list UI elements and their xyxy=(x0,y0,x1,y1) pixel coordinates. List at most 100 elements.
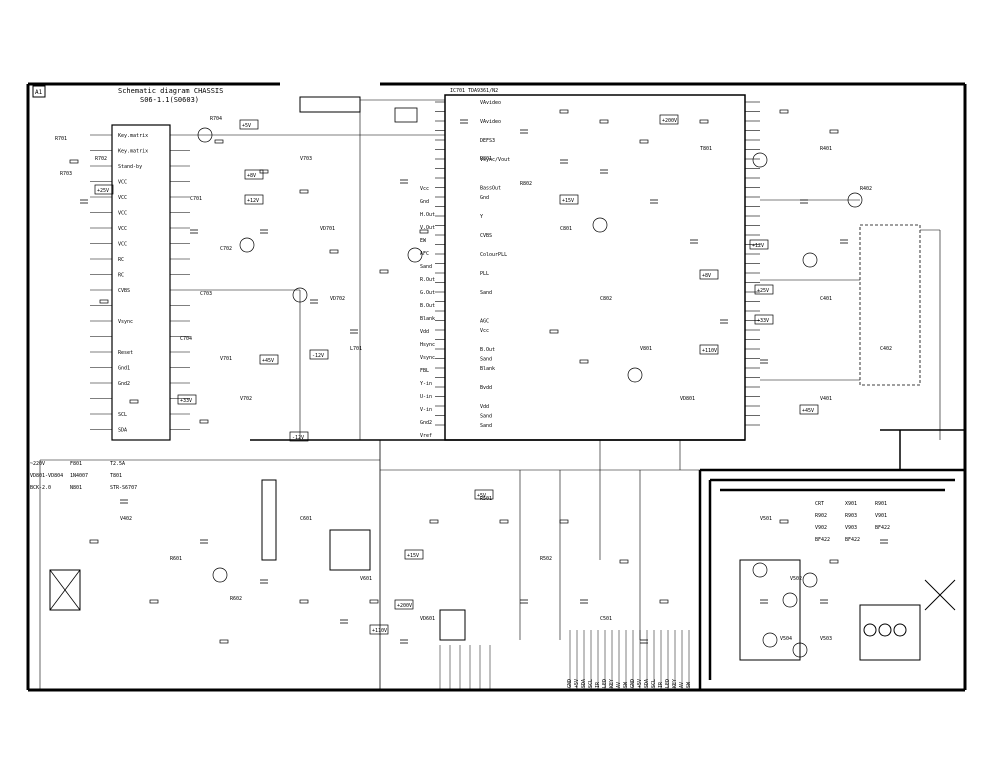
connector-pin-label: SCL xyxy=(651,679,657,688)
ic-pin-label: EW xyxy=(420,238,427,244)
crt-label: V903 xyxy=(845,525,857,531)
component-label: R802 xyxy=(520,181,532,187)
voltage-tag-label: +5V xyxy=(242,123,251,129)
component-label: C401 xyxy=(820,296,832,302)
voltage-tag-label: +8V xyxy=(247,173,256,179)
ic-pin-label: Vcc xyxy=(480,328,489,334)
resistor xyxy=(499,519,509,524)
voltage-tag xyxy=(474,489,494,500)
connector-pin-label: +5V xyxy=(574,679,580,688)
ic-pin-label: CVBS xyxy=(480,233,492,239)
transistor-symbol xyxy=(752,562,768,578)
ic-pin-label: Sand xyxy=(480,414,492,420)
component-label: R602 xyxy=(230,596,242,602)
power-label: ~220V xyxy=(30,461,45,467)
connector-pin-label: IR xyxy=(595,681,601,688)
resistor xyxy=(699,119,709,124)
component-label: C702 xyxy=(220,246,232,252)
resistor xyxy=(369,599,379,604)
transistor-symbol xyxy=(762,632,778,648)
crt-label: X901 xyxy=(845,501,857,507)
voltage-tag xyxy=(244,169,264,180)
power-label: N801 xyxy=(70,485,82,491)
ic-pin-label: VAvideo xyxy=(480,100,501,106)
transistor-symbol xyxy=(752,152,768,168)
crt-label: BF422 xyxy=(815,537,830,543)
connector-pin-label: LED xyxy=(602,679,608,688)
transistor-symbol xyxy=(212,567,228,583)
power-supply-block xyxy=(49,479,466,641)
resistor xyxy=(829,129,839,134)
tuner-block xyxy=(299,96,418,123)
ic-pin-label: Bvdd xyxy=(480,385,492,391)
resistor xyxy=(299,189,309,194)
ic-pin-label: Vdd xyxy=(480,404,489,410)
ic-pin-label: DEFS3 xyxy=(480,138,495,144)
resistor xyxy=(549,329,559,334)
deflection-block xyxy=(859,224,921,386)
ic-pin-label: U-in xyxy=(420,394,432,400)
resistor xyxy=(89,539,99,544)
ic-pin-label: B.Out xyxy=(480,347,495,353)
component-label: VD701 xyxy=(320,226,335,232)
crt-label: BF422 xyxy=(845,537,860,543)
component-label: V601 xyxy=(360,576,372,582)
component-label: R402 xyxy=(860,186,872,192)
transistor-symbol xyxy=(407,247,423,263)
connector-pin-label: LED xyxy=(665,679,671,688)
ic-pin-label: Vdd xyxy=(420,329,429,335)
voltage-tag-label: +110V xyxy=(702,348,717,354)
component-label: C701 xyxy=(190,196,202,202)
ic-pin-label: Vsync xyxy=(420,355,435,361)
connector-pin-label: IR xyxy=(658,681,664,688)
transistor-symbol xyxy=(592,217,608,233)
component-label: V501 xyxy=(760,516,772,522)
resistor xyxy=(419,229,429,234)
voltage-tag xyxy=(659,114,679,125)
component-label: C802 xyxy=(600,296,612,302)
voltage-tag-label: +33V xyxy=(180,398,192,404)
ic-pin-label: BassOut xyxy=(480,186,501,192)
component-label: R801 xyxy=(480,156,492,162)
transistor-symbol xyxy=(782,592,798,608)
power-label: 1N4007 xyxy=(70,473,88,479)
ic-pin-label: Sand xyxy=(480,423,492,429)
resistor xyxy=(429,519,439,524)
component-label: C501 xyxy=(600,616,612,622)
resistor xyxy=(259,169,269,174)
component-label: R704 xyxy=(210,116,222,122)
ic-pin-label: Gnd2 xyxy=(420,420,432,426)
voltage-tag-label: +12V xyxy=(752,243,764,249)
ic-pin-label: Blank xyxy=(480,366,495,372)
resistor xyxy=(199,419,209,424)
component-label: R702 xyxy=(95,156,107,162)
voltage-tag xyxy=(244,194,264,205)
ic-pin-label: RC xyxy=(118,273,124,279)
resistor xyxy=(379,269,389,274)
crt-label: V901 xyxy=(875,513,887,519)
voltage-tag-label: +12V xyxy=(247,198,259,204)
voltage-tag xyxy=(94,184,114,195)
voltage-tag xyxy=(289,431,309,442)
crt-label: V902 xyxy=(815,525,827,531)
ic-pin-label: VCC xyxy=(118,180,127,186)
transistor-symbol xyxy=(802,252,818,268)
ic-pin-label: Key.matrix xyxy=(118,149,148,155)
ic-pin-label: Vcc xyxy=(420,186,429,192)
ic-pin-label: VCC xyxy=(118,211,127,217)
voltage-tag xyxy=(309,349,329,360)
resistor xyxy=(129,399,139,404)
ic-pin-label: H.Out xyxy=(420,212,435,218)
connector-pin-label: AV xyxy=(616,682,622,688)
ic-pin-label: Gnd1 xyxy=(118,366,130,372)
ic-pin-label: V-in xyxy=(420,407,432,413)
component-label: V402 xyxy=(120,516,132,522)
connector-pin-label: SW xyxy=(686,681,692,688)
component-label: L701 xyxy=(350,346,362,352)
resistor xyxy=(659,599,669,604)
transistor-symbol xyxy=(627,367,643,383)
component-label: V703 xyxy=(300,156,312,162)
component-label: V503 xyxy=(820,636,832,642)
schematic-subtitle: S06-1.1(S0603) xyxy=(140,96,199,104)
voltage-tag xyxy=(754,284,774,295)
